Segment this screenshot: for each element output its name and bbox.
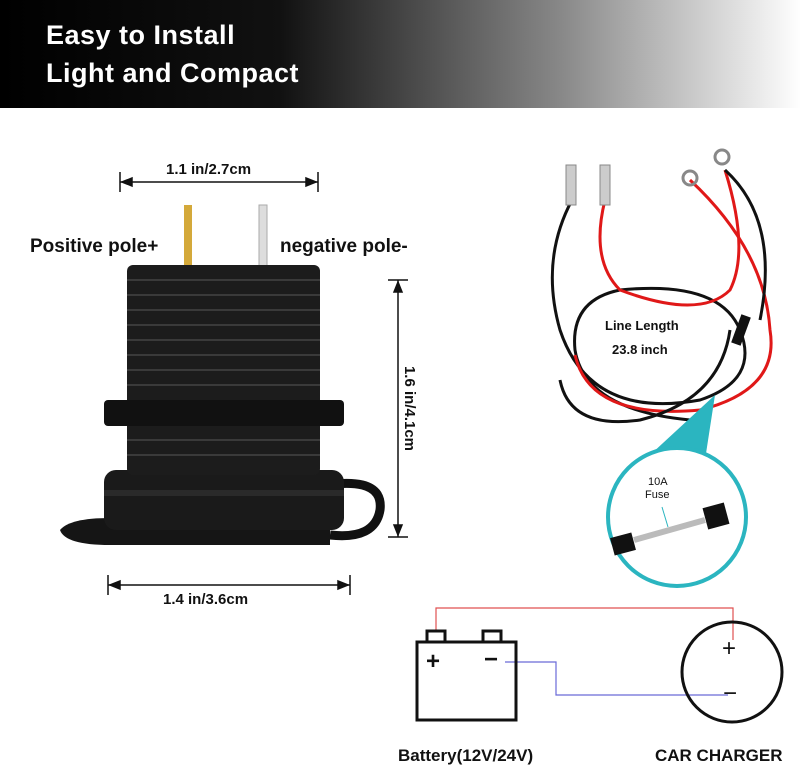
battery-symbol bbox=[415, 640, 518, 722]
bottom-width-label: 1.4 in/3.6cm bbox=[163, 591, 249, 608]
charger-label: CAR CHARGER bbox=[655, 746, 783, 765]
line-length-label: Line Length bbox=[605, 318, 679, 333]
dimension-arrows bbox=[107, 172, 408, 595]
header-line-2: Light and Compact bbox=[46, 58, 299, 88]
battery-plus: + bbox=[426, 648, 441, 675]
charger-minus: − bbox=[723, 680, 738, 707]
wiring-diagram bbox=[415, 607, 784, 724]
fuse-image bbox=[610, 502, 730, 556]
charger-plus: + bbox=[722, 635, 737, 662]
fuse-callout bbox=[606, 446, 748, 588]
positive-pole-label: Positive pole+ bbox=[30, 236, 159, 257]
line-length-value: 23.8 inch bbox=[612, 342, 668, 357]
charger-symbol bbox=[680, 620, 784, 724]
header-banner: Easy to Install Light and Compact bbox=[0, 0, 801, 108]
fuse-label: Fuse bbox=[645, 489, 670, 501]
header-line-1: Easy to Install bbox=[46, 20, 236, 50]
cable-image bbox=[550, 148, 773, 424]
height-label: 1.6 in/4.1cm bbox=[401, 365, 419, 452]
fuse-callout-pointer bbox=[650, 395, 715, 460]
fuse-rating: 10A bbox=[648, 476, 668, 488]
battery-minus: − bbox=[484, 646, 499, 673]
battery-label: Battery(12V/24V) bbox=[398, 746, 534, 765]
negative-pole-label: negative pole- bbox=[280, 236, 408, 257]
top-width-label: 1.1 in/2.7cm bbox=[166, 161, 252, 178]
socket-image bbox=[60, 204, 385, 545]
